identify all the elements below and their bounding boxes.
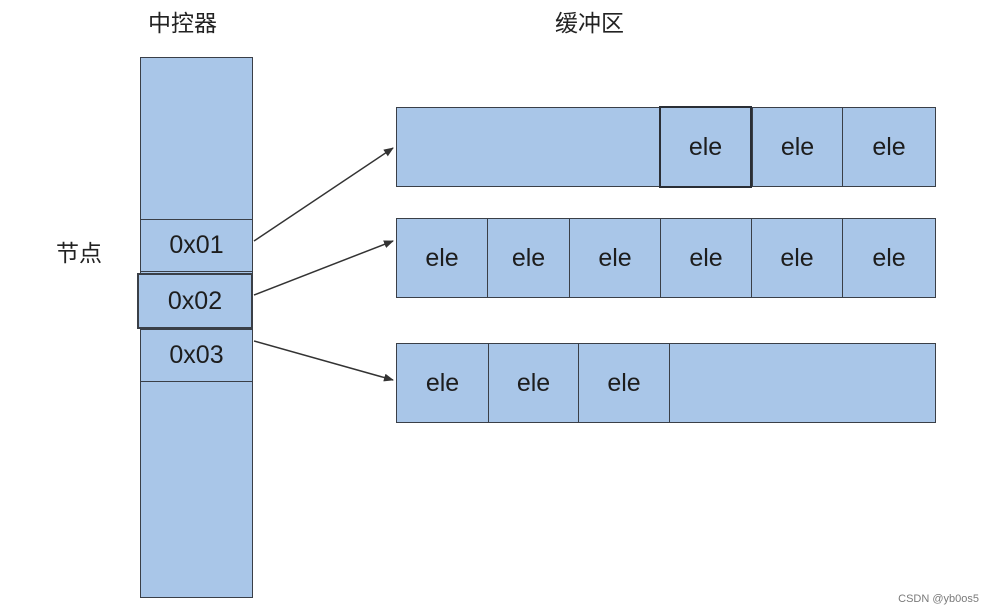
buffer-cell: ele <box>842 108 935 186</box>
buffer-cell: ele <box>425 368 460 397</box>
buffer-cell: ele <box>752 108 842 186</box>
buffer-empty-space <box>669 344 935 422</box>
buffer-cell: ele <box>842 219 935 297</box>
node-0x01: 0x01 <box>140 219 253 272</box>
buffer-title: 缓冲区 <box>555 11 624 37</box>
buffer-cell: ele <box>425 243 459 272</box>
node-label: 节点 <box>56 241 102 267</box>
buffer-cell: ele <box>660 219 751 297</box>
buffer-cell: ele <box>487 219 569 297</box>
buffer-cell: ele <box>569 219 660 297</box>
arrow-0x02-to-buffer-2 <box>253 240 394 296</box>
buffer-row-1: ele ele ele <box>396 106 936 188</box>
node-0x03: 0x03 <box>140 329 253 382</box>
controller-title: 中控器 <box>148 11 217 37</box>
arrow-0x01-to-buffer-1 <box>253 147 394 242</box>
node-0x02: 0x02 <box>137 273 253 329</box>
buffer-row-2: ele ele ele ele ele ele <box>396 218 936 298</box>
buffer-cell: ele <box>578 344 669 422</box>
buffer-cell: ele <box>659 106 752 188</box>
buffer-row-3: ele ele ele <box>396 343 936 423</box>
arrow-0x03-to-buffer-3 <box>253 340 394 382</box>
buffer-cell: ele <box>488 344 578 422</box>
watermark: CSDN @yb0os5 <box>898 593 979 605</box>
buffer-cell: ele <box>751 219 842 297</box>
